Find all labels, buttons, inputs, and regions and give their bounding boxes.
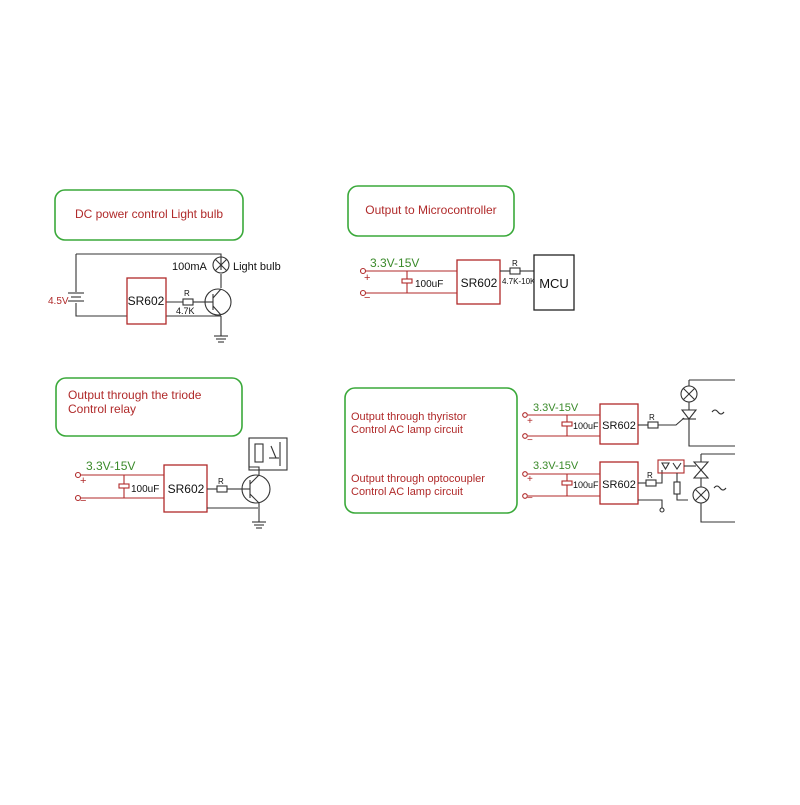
light-bulb-current: 100mA xyxy=(172,261,208,273)
ac-top-plus-terminal xyxy=(522,412,528,418)
ac-top-chip-label: SR602 xyxy=(602,420,636,432)
ac-top-gate-wire xyxy=(658,417,685,426)
ac-bottom-voltage: 3.3V-15V xyxy=(533,460,579,472)
mcu-voltage: 3.3V-15V xyxy=(370,256,419,270)
battery-bottom-wire xyxy=(75,303,127,317)
ac-bottom-sr602-chip xyxy=(599,461,639,505)
panel-mcu: Output to Microcontroller 3.3V-15V + − 1… xyxy=(347,185,575,311)
relay-title-line1: Output through the triode xyxy=(68,388,202,402)
thyristor-title-line2: Control AC lamp circuit xyxy=(351,424,463,436)
light-bulb-title: DC power control Light bulb xyxy=(75,207,223,221)
ac-lamp-title-frame xyxy=(344,387,518,514)
mcu-block xyxy=(533,254,575,311)
relay-sr602-chip xyxy=(163,464,208,513)
gate-resistor-return xyxy=(676,494,688,501)
relay-plus: + xyxy=(80,475,86,487)
ac-top-return-wire xyxy=(688,419,735,447)
relay-resistor xyxy=(216,485,228,493)
relay-title-line2: Control relay xyxy=(68,402,136,416)
mcu-title-frame xyxy=(347,185,515,237)
ac-top-voltage: 3.3V-15V xyxy=(533,402,579,414)
ac-bottom-cap-label: 100uF xyxy=(573,480,599,490)
thyristor-title-line1: Output through thyristor xyxy=(351,411,467,423)
ac-top-lamp-icon xyxy=(680,385,698,403)
relay-icon xyxy=(248,437,288,471)
mcu-resistor-value: 4.7K-10K xyxy=(502,277,536,286)
ac-top-thyristor-icon xyxy=(680,409,698,420)
mcu-chip-label: SR602 xyxy=(461,276,498,290)
relay-resistor-name: R xyxy=(218,477,224,486)
mcu-resistor-name: R xyxy=(512,259,518,268)
ac-bottom-lamp-icon xyxy=(692,486,710,504)
ac-bottom-plus: + xyxy=(527,474,533,485)
mcu-minus: − xyxy=(364,292,370,304)
ac-top-mains-symbol xyxy=(711,409,725,415)
ac-bottom-mains-symbol xyxy=(713,485,727,491)
ac-top-minus: − xyxy=(527,435,533,446)
relay-ground-icon xyxy=(252,521,266,529)
light-bulb-icon xyxy=(212,256,230,274)
ac-bottom-ground-wire xyxy=(638,499,663,508)
light-bulb-transistor-icon xyxy=(204,288,232,316)
triac-icon xyxy=(692,461,710,479)
light-bulb-supply: 4.5V xyxy=(48,296,69,307)
ac-top-minus-terminal xyxy=(522,433,528,439)
relay-voltage: 3.3V-15V xyxy=(86,459,135,473)
ac-top-resistor xyxy=(647,421,659,429)
relay-plus-terminal xyxy=(74,471,82,479)
light-bulb-chip-label: SR602 xyxy=(128,294,165,308)
mcu-title: Output to Microcontroller xyxy=(365,203,496,217)
ac-bottom-chip-label: SR602 xyxy=(602,479,636,491)
mcu-plus: + xyxy=(364,272,370,284)
ac-top-plus: + xyxy=(527,416,533,427)
relay-cap-label: 100uF xyxy=(131,484,159,495)
mcu-plus-terminal xyxy=(359,267,367,275)
light-bulb-ground-icon xyxy=(214,335,228,343)
relay-minus: − xyxy=(80,495,86,507)
light-bulb-resistor-name: R xyxy=(184,289,190,298)
relay-transistor-icon xyxy=(241,474,271,504)
light-bulb-resistor-value: 4.7K xyxy=(176,306,195,316)
ac-top-capacitor-icon xyxy=(561,415,573,436)
relay-minus-terminal xyxy=(74,494,82,502)
light-bulb-sr602-chip xyxy=(126,277,167,325)
ac-bottom-to-opto-wire xyxy=(656,470,663,484)
relay-chip-label: SR602 xyxy=(168,482,205,496)
ac-top-cap-label: 100uF xyxy=(573,421,599,431)
panel-relay: Output through the triode Control relay … xyxy=(55,377,288,529)
ac-top-resistor-name: R xyxy=(649,413,655,422)
mcu-cap-label: 100uF xyxy=(415,279,443,290)
ac-bottom-plus-terminal xyxy=(522,471,528,477)
light-bulb-resistor xyxy=(182,298,194,306)
ac-bottom-return-wire xyxy=(700,503,735,523)
panel-light-bulb: DC power control Light bulb 4.5V SR602 R… xyxy=(48,189,281,343)
mcu-sr602-chip xyxy=(456,259,501,305)
mcu-minus-terminal xyxy=(359,289,367,297)
mcu-resistor xyxy=(509,267,521,275)
opto-title-line2: Control AC lamp circuit xyxy=(351,486,463,498)
opto-title-line1: Output through optocoupler xyxy=(351,473,485,485)
ac-bottom-minus: − xyxy=(527,493,533,504)
ac-bottom-resistor xyxy=(645,479,657,487)
mcu-block-label: MCU xyxy=(539,276,569,291)
ac-bottom-ground-terminal xyxy=(659,507,665,513)
ac-bottom-capacitor-icon xyxy=(561,474,573,496)
relay-title-frame xyxy=(55,377,243,437)
light-bulb-label: Light bulb xyxy=(233,261,281,273)
ac-bottom-resistor-name: R xyxy=(647,471,653,480)
panel-ac-lamp: Output through thyristor Control AC lamp… xyxy=(344,379,735,523)
light-bulb-title-frame xyxy=(54,189,244,241)
ac-bottom-minus-terminal xyxy=(522,493,528,499)
ac-top-sr602-chip xyxy=(599,403,639,445)
relay-capacitor-icon xyxy=(118,475,130,498)
mcu-capacitor-icon xyxy=(401,271,413,293)
ac-bottom-gate-resistor xyxy=(673,481,681,495)
